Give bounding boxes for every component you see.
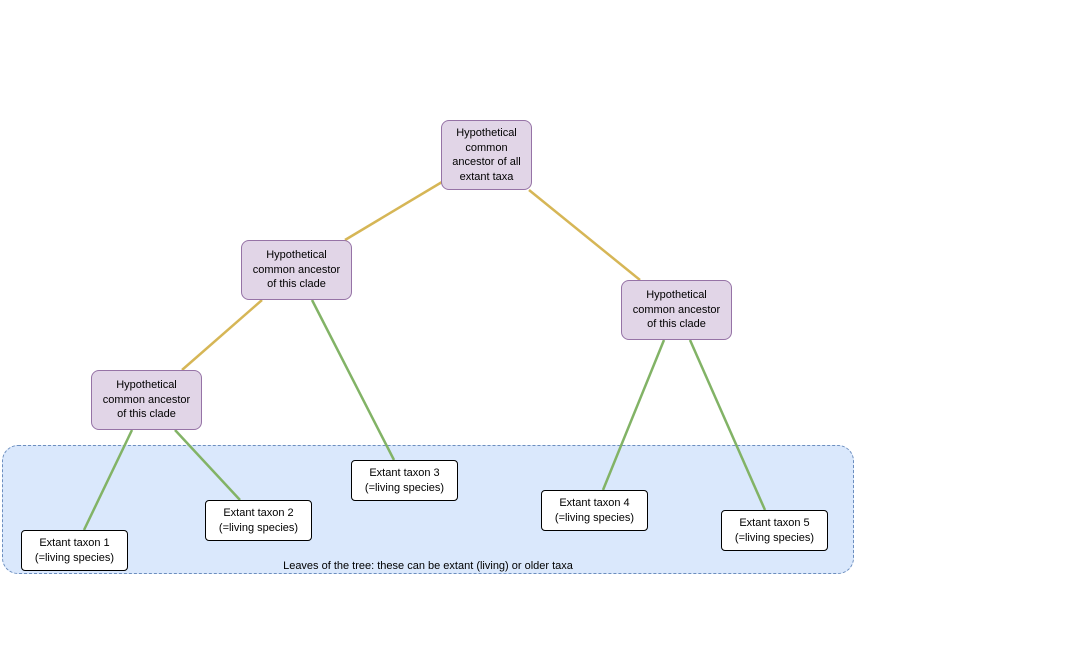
edge-root-to-clade-c bbox=[528, 189, 641, 281]
taxon1-leaf-node: Extant taxon 1 (=living species) bbox=[21, 530, 128, 571]
clade-a-ancestor-label: Hypothetical common ancestor of this cla… bbox=[252, 249, 341, 291]
taxon3-leaf-node: Extant taxon 3 (=living species) bbox=[351, 460, 458, 501]
taxon5-leaf-node: Extant taxon 5 (=living species) bbox=[721, 510, 828, 551]
taxon5-label: Extant taxon 5 (=living species) bbox=[734, 517, 815, 544]
edge-clade-b-to-taxon2 bbox=[174, 429, 241, 501]
clade-c-ancestor-node: Hypothetical common ancestor of this cla… bbox=[621, 280, 732, 340]
root-ancestor-label: Hypothetical common ancestor of all exta… bbox=[452, 127, 521, 183]
root-ancestor-node: Hypothetical common ancestor of all exta… bbox=[441, 120, 532, 190]
taxon3-label: Extant taxon 3 (=living species) bbox=[364, 467, 445, 494]
edge-clade-a-to-clade-b bbox=[181, 299, 263, 371]
taxon2-label: Extant taxon 2 (=living species) bbox=[218, 507, 299, 534]
edge-clade-c-to-taxon5 bbox=[688, 339, 767, 511]
clade-b-ancestor-label: Hypothetical common ancestor of this cla… bbox=[102, 379, 191, 421]
leaves-region-caption: Leaves of the tree: these can be extant … bbox=[283, 560, 573, 572]
clade-a-ancestor-node: Hypothetical common ancestor of this cla… bbox=[241, 240, 352, 300]
taxon4-label: Extant taxon 4 (=living species) bbox=[554, 497, 635, 524]
edge-clade-a-to-taxon3 bbox=[310, 299, 396, 461]
edge-clade-b-to-taxon1 bbox=[82, 429, 134, 531]
taxon1-label: Extant taxon 1 (=living species) bbox=[34, 537, 115, 564]
taxon2-leaf-node: Extant taxon 2 (=living species) bbox=[205, 500, 312, 541]
clade-c-ancestor-label: Hypothetical common ancestor of this cla… bbox=[632, 289, 721, 331]
taxon4-leaf-node: Extant taxon 4 (=living species) bbox=[541, 490, 648, 531]
edge-clade-c-to-taxon4 bbox=[601, 339, 666, 491]
clade-b-ancestor-node: Hypothetical common ancestor of this cla… bbox=[91, 370, 202, 430]
edge-root-to-clade-a bbox=[344, 180, 443, 242]
